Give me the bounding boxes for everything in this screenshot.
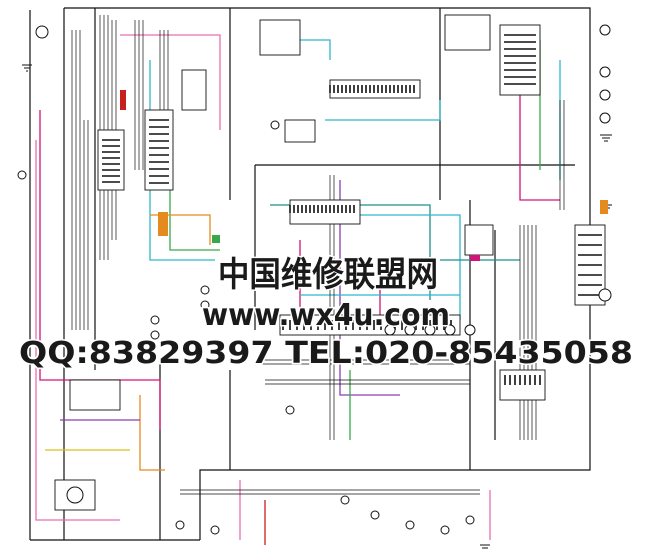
sensor-symbol [285, 405, 295, 415]
lamp-symbol [599, 89, 611, 101]
connector-block [97, 129, 125, 191]
connector-block [499, 369, 546, 401]
sensor-symbol [17, 170, 27, 180]
sensor-symbol [150, 330, 160, 340]
sensor-symbol [598, 288, 612, 302]
connector-block [181, 69, 207, 111]
watermark-url: www.wx4u.com [202, 298, 450, 333]
watermark-contact: QQ:83829397 TEL:020-85435058 [19, 336, 633, 371]
connector-block [69, 379, 121, 411]
lamp-symbol [599, 112, 611, 124]
connector-block [464, 224, 494, 256]
sensor-symbol [440, 525, 450, 535]
lamp-symbol [35, 25, 49, 39]
sensor-symbol [405, 520, 415, 530]
sensor-symbol [200, 300, 210, 310]
watermark: 中国维修联盟网 www.wx4u.com QQ:83829397 TEL:020… [18, 254, 635, 373]
sensor-symbol [150, 315, 160, 325]
sensor-symbol [370, 510, 380, 520]
sensor-symbol [404, 324, 416, 336]
sensor-symbol [424, 324, 436, 336]
connector-block [259, 19, 301, 56]
connector-block [284, 119, 316, 143]
sensor-symbol [340, 495, 350, 505]
sensor-symbol [270, 120, 280, 130]
motor-symbol [66, 486, 84, 504]
sensor-symbol [444, 324, 456, 336]
pin-rows [102, 34, 602, 385]
signal-bundles [71, 15, 565, 495]
lamp-symbol [599, 66, 611, 78]
sensor-symbol [465, 515, 475, 525]
watermark-company: 中国维修联盟网 [218, 255, 438, 295]
sensor-symbol [200, 285, 210, 295]
connector-block [444, 14, 491, 51]
sensor-symbol [384, 324, 396, 336]
sensor-symbol [210, 525, 220, 535]
connector-block [144, 109, 174, 191]
lamp-symbol [599, 24, 611, 36]
sensor-symbol [464, 324, 476, 336]
sensor-symbol [175, 520, 185, 530]
components [17, 24, 612, 535]
colored-components [120, 90, 608, 261]
